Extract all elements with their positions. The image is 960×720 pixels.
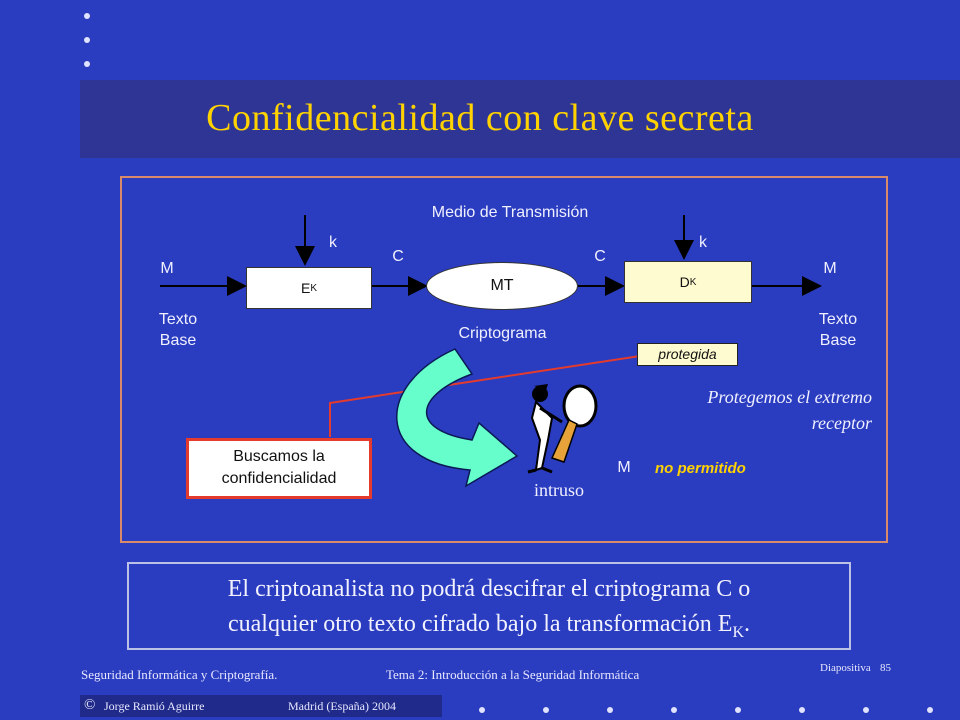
copyright-icon: © bbox=[84, 697, 96, 713]
footer-author: Jorge Ramió Aguirre bbox=[104, 699, 205, 713]
c-right-label: C bbox=[594, 248, 606, 265]
texto-base-right: Texto Base bbox=[818, 311, 858, 349]
ek-main: E bbox=[300, 280, 311, 296]
conclusion-line-2-text: cualquier otro texto cifrado bajo la tra… bbox=[227, 611, 733, 637]
mt-label: MT bbox=[490, 277, 514, 294]
c-left-label: C bbox=[392, 248, 404, 265]
title-bar bbox=[80, 80, 960, 158]
decor-dot bbox=[84, 13, 90, 19]
curved-interception-arrow bbox=[396, 348, 519, 488]
decor-dot bbox=[84, 37, 90, 43]
buscamos-box: Buscamos la confidencialidad bbox=[186, 438, 372, 499]
flow-arrows bbox=[160, 215, 822, 296]
intruso-label: intruso bbox=[534, 480, 585, 500]
k-right-label: k bbox=[699, 234, 707, 251]
medio-label: Medio de Transmisión bbox=[431, 204, 589, 221]
decor-dot bbox=[607, 707, 613, 713]
conclusion-line-2: cualquier otro texto cifrado bajo la tra… bbox=[129, 607, 849, 650]
decor-dot bbox=[479, 707, 485, 713]
conclusion-box: El criptoanalista no podrá descifrar el … bbox=[127, 562, 851, 650]
author-bar bbox=[80, 695, 442, 717]
k-left-label: k bbox=[329, 234, 337, 251]
footer-slide-label: Diapositiva bbox=[820, 662, 871, 674]
dk-main: D bbox=[679, 274, 690, 290]
protegida-tag: protegida bbox=[637, 343, 738, 366]
decor-dot bbox=[84, 61, 90, 67]
no-permitido-label: no permitido bbox=[655, 460, 746, 477]
decor-dot bbox=[927, 707, 933, 713]
footer-place: Madrid (España) 2004 bbox=[288, 699, 396, 713]
footer-slide-number: 85 bbox=[880, 662, 891, 674]
texto-base-left: Texto Base bbox=[158, 311, 198, 349]
conclusion-line-2-sub: K bbox=[732, 623, 745, 641]
decor-dot bbox=[671, 707, 677, 713]
mt-ellipse: MT bbox=[426, 262, 578, 310]
decor-dot bbox=[543, 707, 549, 713]
criptograma-label: Criptograma bbox=[458, 325, 547, 342]
dk-sub: K bbox=[689, 276, 697, 288]
slide-title: Confidencialidad con clave secreta bbox=[206, 97, 754, 139]
decor-dot bbox=[799, 707, 805, 713]
m-intruso-label: M bbox=[617, 459, 631, 476]
ek-sub: K bbox=[310, 282, 317, 294]
detective-magnifier-icon bbox=[527, 384, 598, 474]
diagram-frame bbox=[120, 176, 888, 543]
footer-topic: Tema 2: Introducción a la Seguridad Info… bbox=[386, 667, 640, 682]
protegida-pointer bbox=[329, 355, 641, 437]
footer-course: Seguridad Informática y Criptografía. bbox=[81, 667, 278, 682]
decor-dot bbox=[863, 707, 869, 713]
conclusion-line-1: El criptoanalista no podrá descifrar el … bbox=[227, 576, 751, 602]
decor-dot bbox=[735, 707, 741, 713]
m-right-label: M bbox=[823, 260, 837, 277]
protegemos-note: Protegemos el extremo receptor bbox=[707, 387, 872, 433]
m-left-label: M bbox=[160, 260, 174, 277]
conclusion-line-2-end: . bbox=[744, 611, 751, 637]
